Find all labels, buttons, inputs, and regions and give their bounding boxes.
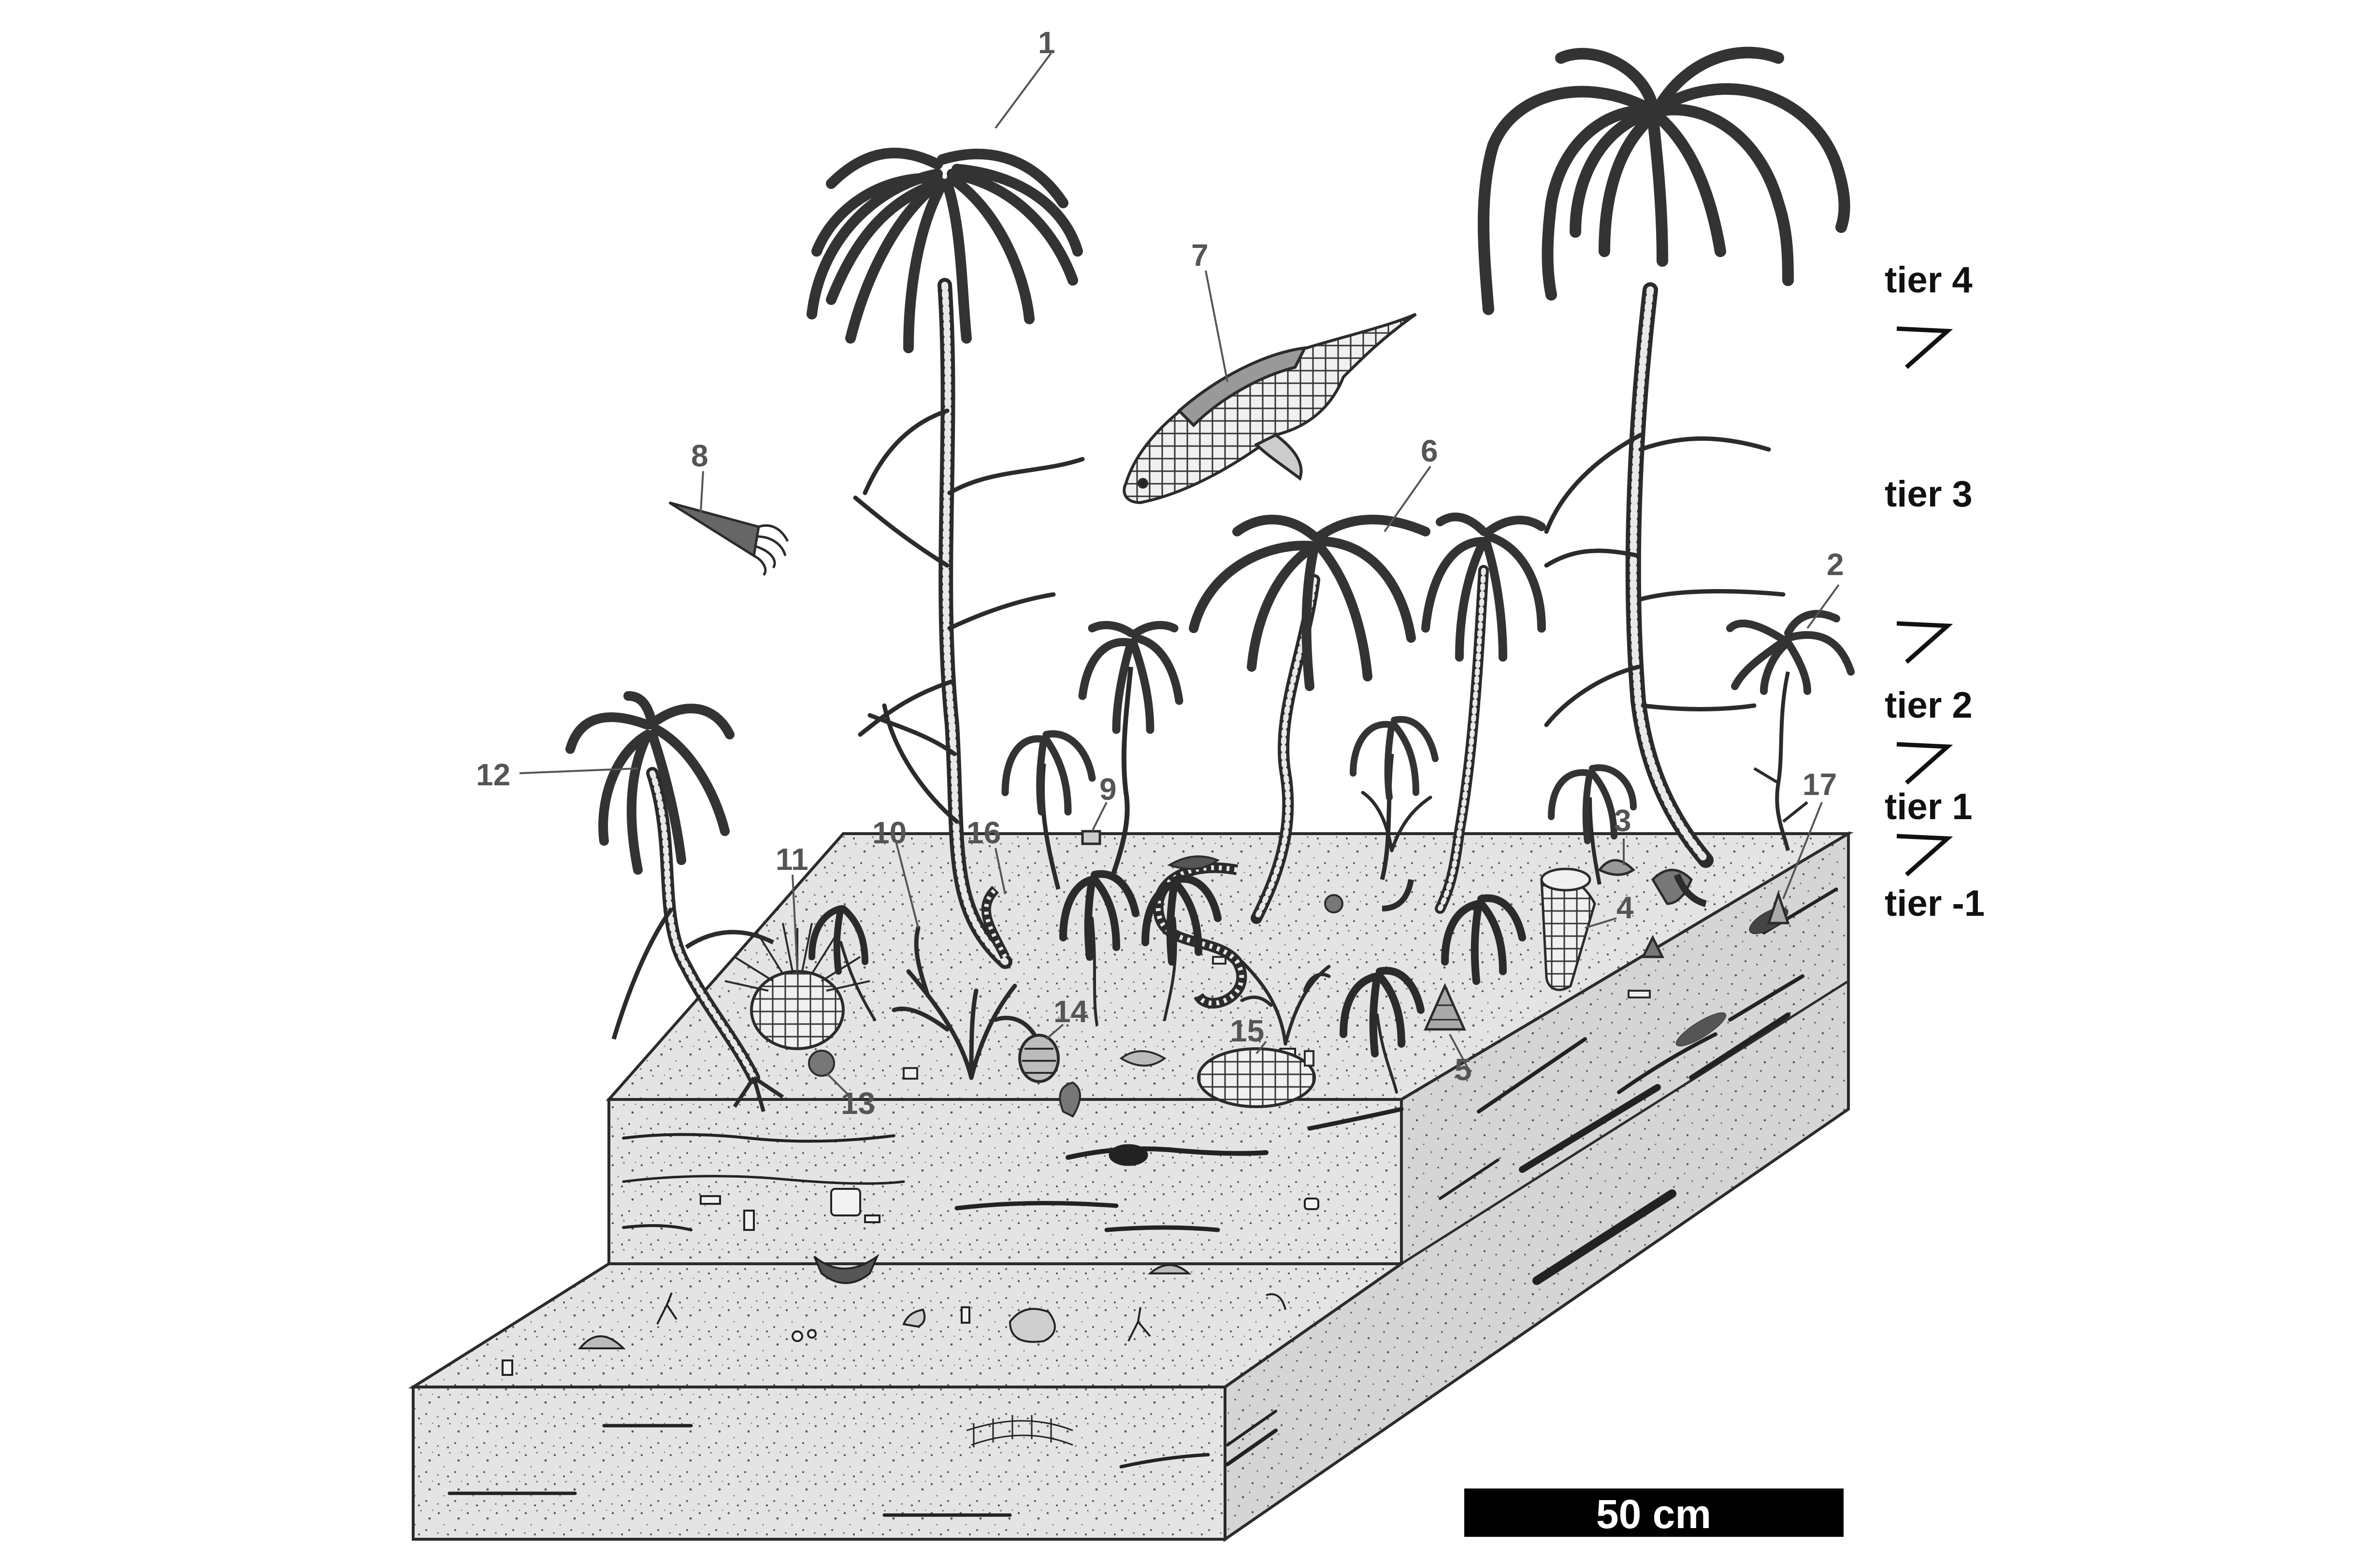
crinoid-tall-right-crown <box>1478 46 1850 315</box>
sediment-lamination <box>447 887 1838 1517</box>
label-4: 4 <box>1616 890 1634 925</box>
tier-minus-1-label: tier -1 <box>1885 883 1985 924</box>
crinoid-small-center-right <box>1350 716 1439 881</box>
tier-1-label: tier 1 <box>1885 786 1973 827</box>
block-front-face-upper <box>607 1098 1403 1265</box>
surface-shells <box>1119 855 1707 1067</box>
crinoid-1-crown <box>807 147 1083 353</box>
label-7: 7 <box>1191 238 1209 273</box>
crinoid-tall-right <box>1478 46 1850 868</box>
sediment-block <box>408 831 1854 1542</box>
organisms <box>565 46 1855 1118</box>
crinoid-12 <box>565 691 784 1113</box>
label-5: 5 <box>1455 1052 1472 1087</box>
organism-9 <box>1081 830 1101 845</box>
organism-4 <box>1540 867 1665 991</box>
organism-5 <box>1424 983 1466 1031</box>
label-16: 16 <box>966 815 1001 850</box>
crinoid-mid-right <box>1421 512 1546 914</box>
label-6: 6 <box>1421 433 1438 468</box>
organism-15 <box>1197 1047 1316 1108</box>
tier-boundary-3-2 <box>1896 621 1953 664</box>
crinoid-small-right <box>1548 764 1637 885</box>
label-13: 13 <box>841 1086 875 1121</box>
label-9: 9 <box>1099 772 1117 807</box>
label-10: 10 <box>872 815 907 850</box>
label-12: 12 <box>476 757 510 792</box>
crinoid-mid-left <box>1078 621 1183 881</box>
organism-16 <box>981 885 1010 959</box>
crinoid-12-holdfast <box>733 1076 784 1113</box>
organism-7-fish <box>1123 313 1417 505</box>
label-17: 17 <box>1803 767 1837 802</box>
crinoid-2 <box>1726 610 1855 851</box>
organism-13 <box>808 1050 1081 1118</box>
bryozoan-branch <box>1240 791 1432 1046</box>
label-8: 8 <box>691 438 708 473</box>
scale-bar: 50 cm <box>1464 1488 1844 1537</box>
organism-14 <box>1018 1034 1060 1083</box>
label-15: 15 <box>1230 1013 1264 1048</box>
tier-boundary-2-1 <box>1896 742 1953 785</box>
tier-2-label: tier 2 <box>1885 685 1973 726</box>
crinoid-small-center <box>1001 730 1096 890</box>
crinoid-1 <box>807 147 1085 969</box>
scale-bar-label: 50 cm <box>1596 1491 1711 1537</box>
tier-3-label: tier 3 <box>1885 474 1973 515</box>
seafloor-crinoid-bushes <box>808 870 1526 1094</box>
bryozoan-10 <box>892 925 1037 1080</box>
organism-8-orthocone <box>668 501 789 576</box>
block-front-face-lower <box>412 1386 1226 1541</box>
label-11: 11 <box>776 842 808 877</box>
tier-boundary-4-3 <box>1896 326 1953 369</box>
label-14: 14 <box>1053 994 1088 1029</box>
tier-4-label: tier 4 <box>1885 260 1973 301</box>
label-1: 1 <box>1038 25 1055 60</box>
tier-legend: tier 4 tier 3 tier 2 tier 1 tier -1 <box>1885 260 1985 924</box>
label-2: 2 <box>1827 547 1844 582</box>
organism-17 <box>1767 890 1790 925</box>
label-3: 3 <box>1614 803 1631 838</box>
tier-boundary-1-m1 <box>1896 834 1953 877</box>
number-labels: 1 2 3 4 5 6 7 8 9 10 11 12 13 14 15 16 1 <box>476 25 1844 1121</box>
